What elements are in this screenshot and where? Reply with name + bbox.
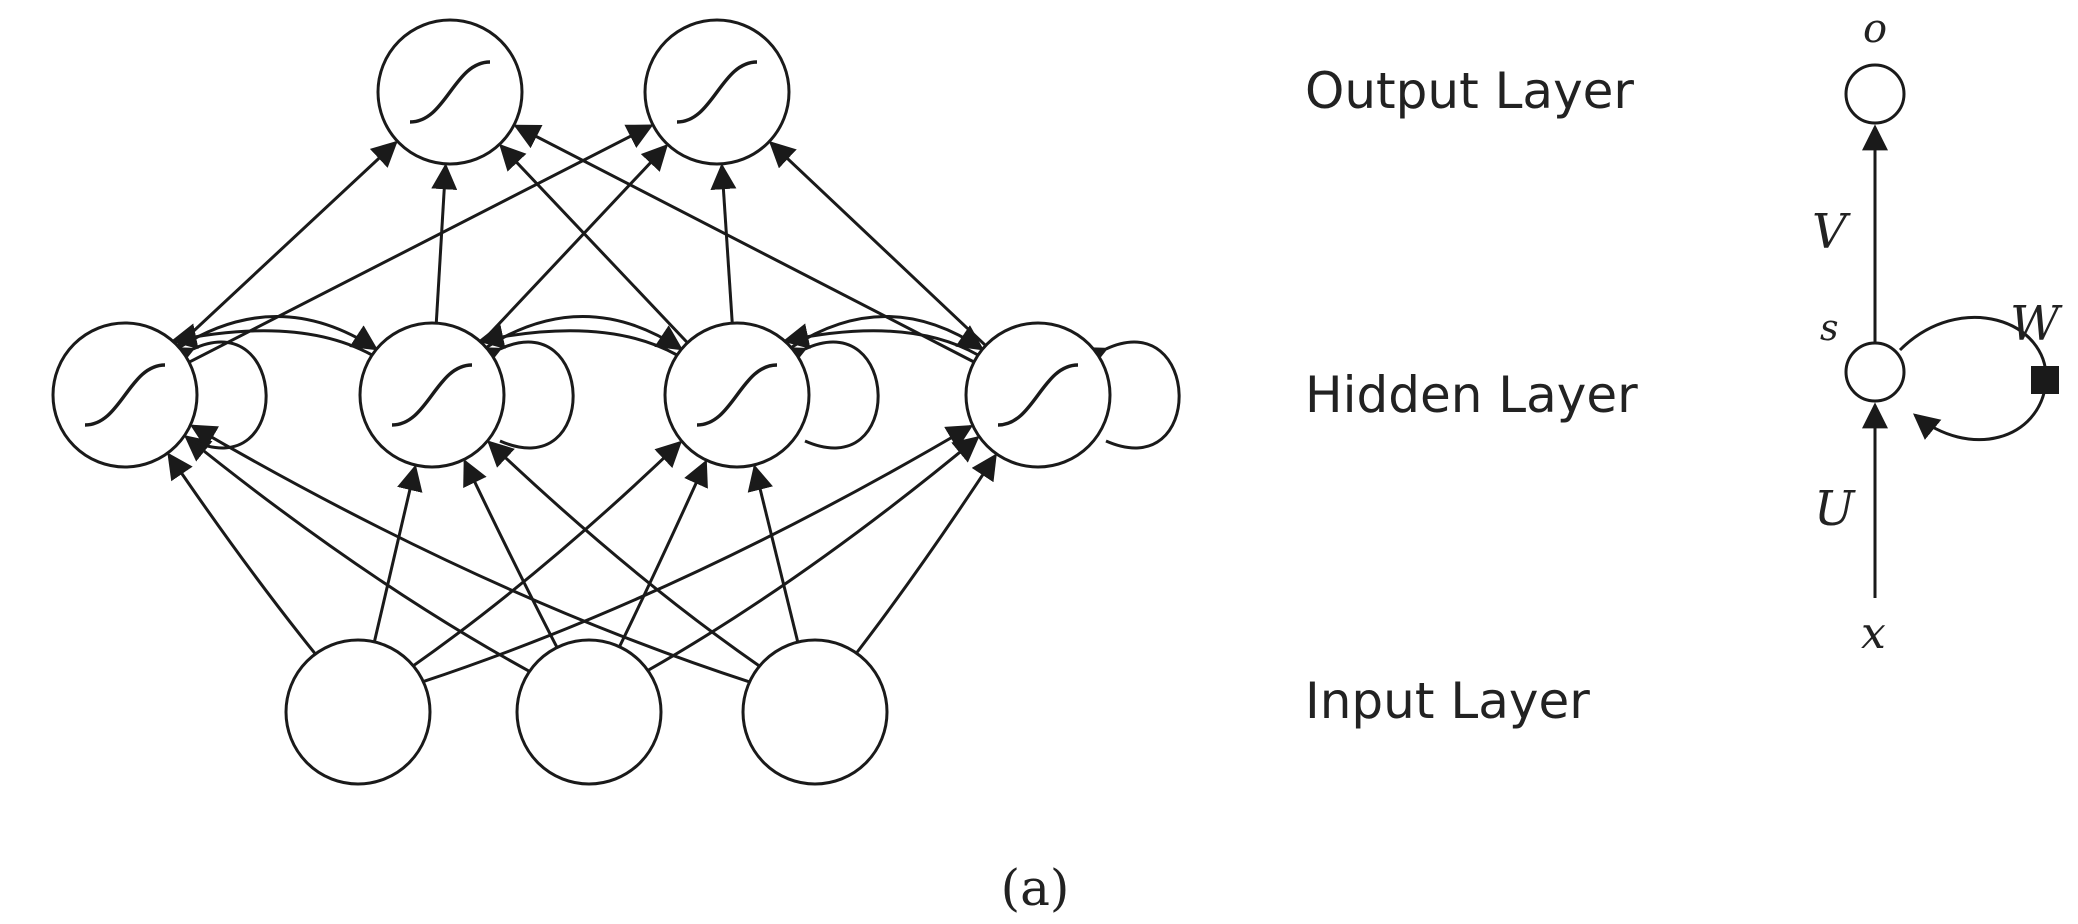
- hidden-self-loops: [166, 340, 1181, 450]
- edge-hidden-2-to-output-2: [480, 144, 669, 344]
- input-neuron-3: [741, 638, 889, 786]
- rnn-output-node: [1844, 63, 1906, 125]
- edge-input-3-to-hidden-1: [189, 424, 751, 684]
- edge-input-3-to-hidden-2: [487, 440, 761, 668]
- rnn-recurrent-weight-symbol: W: [2010, 296, 2063, 352]
- edge-hidden-2-to-hidden-3: [486, 315, 684, 351]
- input-layer-label: Input Layer: [1305, 672, 1590, 730]
- feedforward-recurrent-network: [51, 18, 1181, 786]
- edge-input-2-to-hidden-3: [618, 459, 708, 648]
- edge-hidden-4-to-output-2: [768, 141, 987, 347]
- hidden-4-self-loop: [1079, 340, 1181, 450]
- edge-hidden-3-to-hidden-2: [477, 323, 678, 357]
- hidden-2-self-loop: [473, 340, 575, 450]
- edge-input-3-to-hidden-3: [747, 464, 800, 643]
- hidden-1-self-loop: [166, 340, 268, 450]
- edge-hidden-1-to-output-2: [188, 124, 654, 364]
- edge-input-2-to-hidden-1: [184, 435, 531, 673]
- edge-hidden-3-to-output-2: [710, 163, 737, 324]
- edge-hidden-2-to-hidden-1: [170, 323, 373, 357]
- sigmoid-icon: [84, 363, 166, 427]
- network-nodes: [51, 18, 1112, 786]
- sigmoid-icon: [391, 363, 473, 427]
- edge-input-1-to-hidden-1: [167, 452, 317, 655]
- edge-hidden-3-to-hidden-4: [791, 315, 985, 351]
- sigmoid-icon: [676, 60, 758, 124]
- edge-input-2-to-hidden-2: [463, 458, 559, 649]
- edge-hidden-3-to-output-1: [499, 143, 689, 344]
- edge-hidden-2-to-output-1: [431, 163, 458, 324]
- rnn-input-weight-symbol: U: [1814, 481, 1856, 537]
- sigmoid-icon: [409, 60, 491, 124]
- edge-input-1-to-hidden-4: [422, 424, 974, 684]
- rnn-hidden-node: [1844, 341, 1906, 403]
- hidden-layer-label: Hidden Layer: [1305, 366, 1638, 424]
- network-edges: [167, 124, 997, 684]
- sigmoid-icon: [696, 363, 778, 427]
- sigmoid-icon: [997, 363, 1079, 427]
- rnn-input-symbol: x: [1861, 608, 1886, 659]
- edge-hidden-1-to-hidden-2: [179, 315, 379, 351]
- input-neuron-1: [284, 638, 432, 786]
- rnn-output-symbol: o: [1863, 6, 1887, 52]
- edge-input-2-to-hidden-4: [647, 436, 980, 672]
- rnn-state-symbol: s: [1820, 308, 1838, 349]
- figure-caption: (a): [1001, 859, 1070, 917]
- hidden-3-self-loop: [778, 340, 880, 450]
- rnn-output-weight-symbol: V: [1812, 204, 1851, 260]
- edge-hidden-4-to-output-1: [513, 124, 975, 364]
- edge-input-3-to-hidden-4: [855, 453, 997, 655]
- input-neuron-2: [515, 638, 663, 786]
- edge-input-1-to-hidden-3: [412, 440, 683, 668]
- folded-rnn-diagram: o s x U V W: [1812, 6, 2063, 659]
- edge-hidden-1-to-output-1: [176, 140, 398, 347]
- rnn-delay-square: [2031, 366, 2059, 394]
- edge-hidden-4-to-hidden-3: [782, 323, 979, 357]
- output-layer-label: Output Layer: [1305, 62, 1634, 120]
- edge-input-1-to-hidden-2: [372, 464, 423, 643]
